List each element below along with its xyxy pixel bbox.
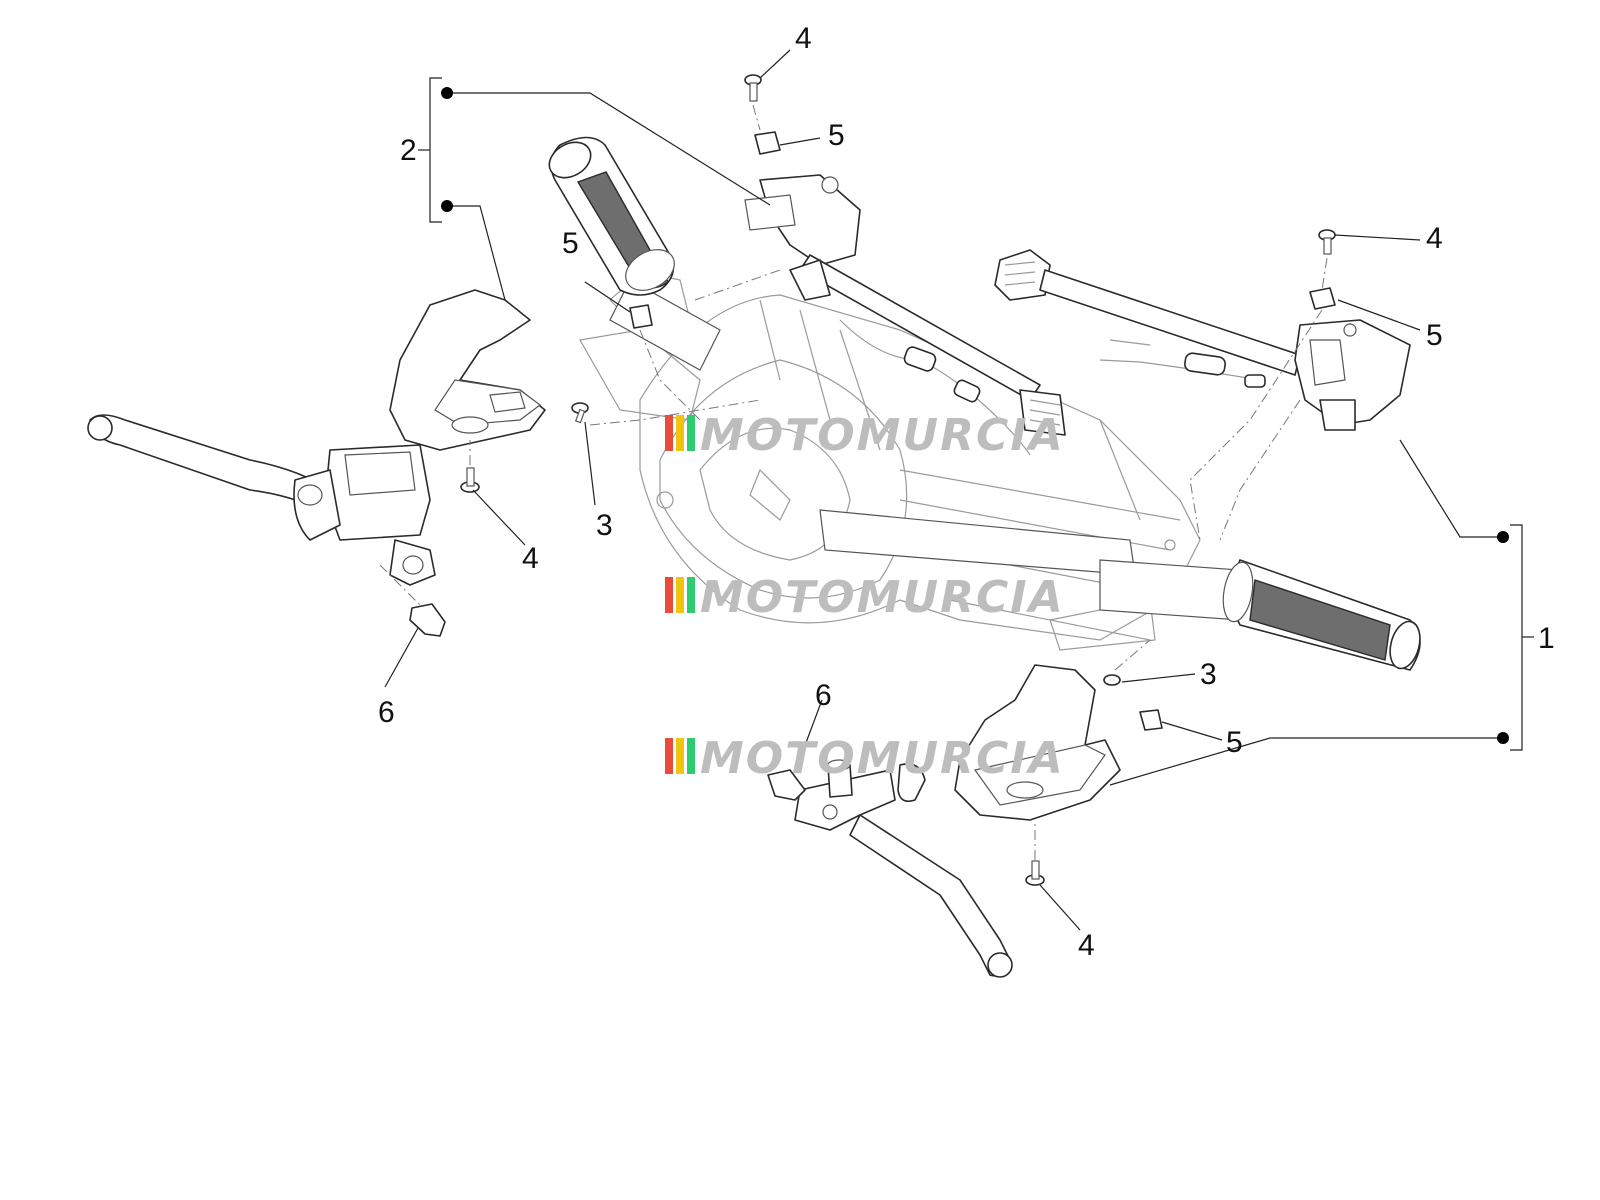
watermark-bottom: MOTOMURCIA — [665, 733, 1065, 784]
callout-5-left: 5 — [562, 227, 579, 260]
small-parts — [409, 74, 1336, 886]
dot-2-top — [441, 87, 453, 99]
callout-4-right-top: 4 — [1426, 222, 1443, 255]
watermark-stripe-red — [665, 738, 673, 774]
watermark-stripe-green — [687, 738, 695, 774]
dot-2-bottom — [441, 200, 453, 212]
assembly-lines — [379, 104, 1328, 860]
callout-labels: 1 2 3 3 4 4 4 4 5 5 5 5 6 6 — [378, 22, 1555, 962]
watermark-middle: MOTOMURCIA — [665, 572, 1065, 623]
watermark-stripe-yellow — [676, 415, 684, 451]
left-brake-lever — [87, 414, 436, 586]
watermark-text: MOTOMURCIA — [700, 572, 1065, 623]
callout-4-left: 4 — [522, 542, 539, 575]
watermark-stripe-green — [687, 415, 695, 451]
watermark-stripe-red — [665, 577, 673, 613]
callout-4-top: 4 — [795, 22, 812, 55]
callout-3-left: 3 — [596, 509, 613, 542]
watermark-stripe-yellow — [676, 738, 684, 774]
callout-2: 2 — [400, 134, 417, 167]
callout-3-right: 3 — [1200, 658, 1217, 691]
left-grip — [548, 136, 721, 371]
watermark-top: MOTOMURCIA — [665, 410, 1065, 461]
callout-4-bottom: 4 — [1078, 929, 1095, 962]
watermark: MOTOMURCIA MOTOMURCIA MOTOMURCIA — [665, 410, 1065, 784]
callout-6-bottom: 6 — [815, 679, 832, 712]
callout-5-right-top: 5 — [1426, 319, 1443, 352]
watermark-text: MOTOMURCIA — [700, 733, 1065, 784]
watermark-text: MOTOMURCIA — [700, 410, 1065, 461]
callout-5-right-bottom: 5 — [1226, 726, 1243, 759]
dot-1-top — [1497, 531, 1509, 543]
callout-6-left: 6 — [378, 696, 395, 729]
right-grip — [1099, 559, 1421, 671]
bracket-dots — [441, 87, 1509, 744]
watermark-stripe-green — [687, 577, 695, 613]
right-hand-cover — [954, 664, 1121, 821]
callout-1: 1 — [1538, 622, 1555, 655]
dot-1-bottom — [1497, 732, 1509, 744]
watermark-stripe-yellow — [676, 577, 684, 613]
callout-5-top: 5 — [828, 119, 845, 152]
right-brake-lever — [794, 759, 1013, 978]
watermark-stripe-red — [665, 415, 673, 451]
right-switch-assembly — [994, 249, 1411, 431]
left-hand-cover — [389, 289, 546, 451]
leader-lines — [384, 49, 1534, 931]
left-switch-assembly — [744, 174, 1066, 456]
